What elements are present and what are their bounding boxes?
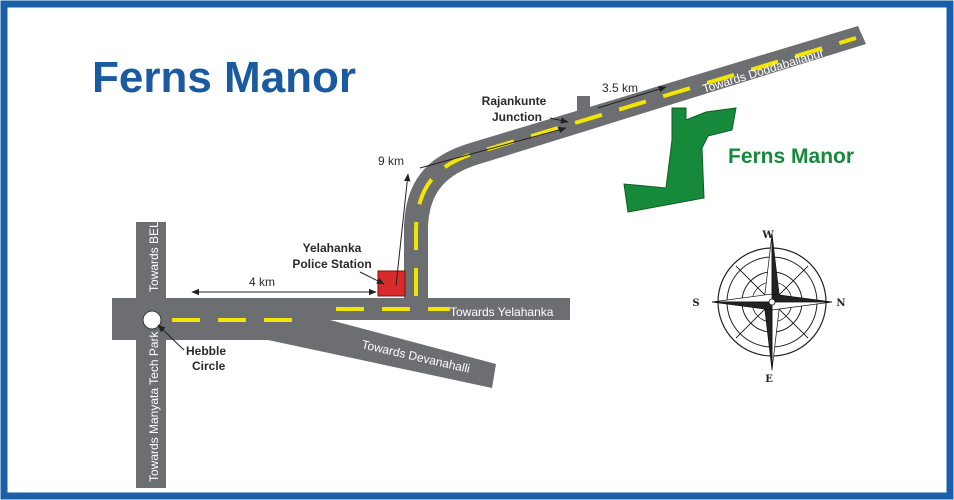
hebbal-pointer-arrow [157, 324, 185, 351]
distance-arrow-9km-vertical [395, 173, 411, 287]
label-towards-bel: Towards BEL [147, 221, 161, 292]
distance-hebbal-to-police: 4 km [249, 275, 275, 289]
compass-rose-icon: W N S E [692, 230, 845, 385]
road-doddaballapur [404, 26, 866, 298]
compass-label-right: N [836, 298, 845, 309]
police-pointer-arrow [359, 271, 385, 285]
label-hebbal-line1: Hebble [186, 344, 226, 358]
road-vertical [136, 222, 166, 488]
compass-label-top: W [761, 230, 774, 241]
label-towards-yelahanka: Towards Yelahanka [450, 305, 554, 319]
label-police-line1: Yelahanka [303, 241, 362, 255]
distance-arrow-3-5km [597, 86, 667, 109]
label-police-line2: Police Station [292, 257, 371, 271]
compass-label-bottom: E [765, 374, 773, 385]
compass-label-left: S [692, 298, 699, 309]
label-hebbal-line2: Circle [192, 359, 226, 373]
label-towards-manyata: Towards Manyata Tech Park [147, 330, 161, 482]
map-title: Ferns Manor [92, 53, 356, 102]
ferns-manor-plot [623, 107, 737, 213]
road-center-lines [172, 36, 857, 322]
junction-pointer-arrow [549, 117, 569, 124]
distance-arrow-9km-diagonal [419, 126, 567, 169]
label-junction-line1: Rajankunte [482, 94, 547, 108]
distance-police-to-junction: 9 km [378, 154, 404, 168]
destination-label: Ferns Manor [728, 145, 854, 168]
label-junction-line2: Junction [492, 110, 542, 124]
distance-junction-to-destination: 3.5 km [602, 81, 638, 95]
hebbal-circle-marker [142, 310, 162, 330]
road-rajankunte-spur [577, 96, 590, 129]
